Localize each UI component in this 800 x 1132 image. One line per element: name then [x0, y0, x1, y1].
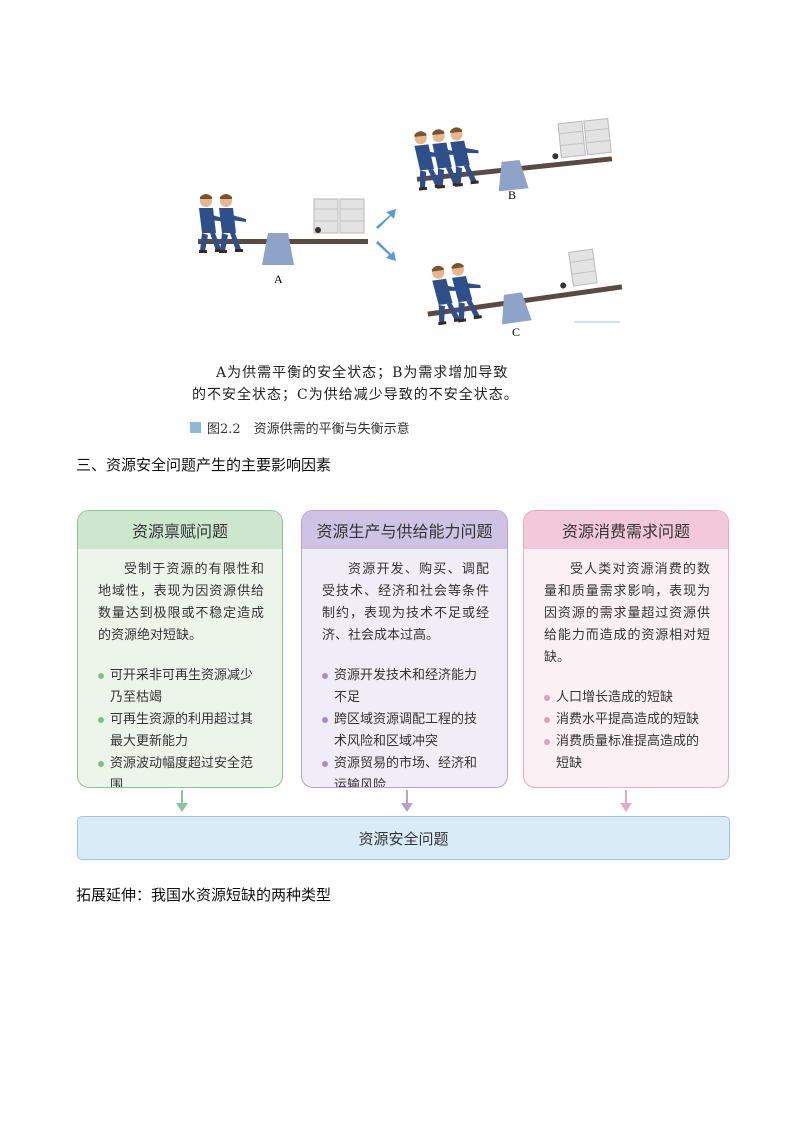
extension-heading: 拓展延伸：我国水资源短缺的两种类型 [76, 886, 332, 904]
figure-caption-line-1: A为供需平衡的安全状态；B为需求增加导致 [216, 365, 509, 381]
label-b: B [508, 188, 516, 202]
arrow-icon [376, 209, 396, 261]
seesaw-b [413, 118, 613, 192]
list-item: 人口增长造成的短缺 [544, 687, 710, 709]
bullet-icon [544, 695, 550, 701]
list-item: 跨区域资源调配工程的技术风险和区域冲突 [322, 709, 489, 753]
list-item: 消费水平提高造成的短缺 [544, 709, 710, 731]
card-description: 受制于资源的有限性和地域性，表现为因资源供给数量达到极限或不稳定造成的资源绝对短… [98, 562, 264, 643]
card-title: 资源消费需求问题 [524, 511, 728, 549]
bullet-list: 可开采非可再生资源减少乃至枯竭 可再生资源的利用超过其最大更新能力 资源波动幅度… [98, 665, 264, 787]
arrow-down-icon [620, 790, 632, 812]
resource-security-box: 资源安全问题 [77, 816, 730, 860]
seesaw-c [427, 248, 623, 326]
arrow-down-icon [176, 790, 188, 812]
bullet-icon [322, 673, 328, 679]
list-item: 可再生资源的利用超过其最大更新能力 [98, 709, 264, 753]
figure-marker-icon [190, 422, 201, 433]
section-heading: 三、资源安全问题产生的主要影响因素 [76, 456, 332, 474]
card-description: 受人类对资源消费的数量和质量需求影响，表现为因资源的需求量超过资源供给能力而造成… [544, 562, 710, 665]
arrow-down-icon [401, 790, 413, 812]
list-item: 资源波动幅度超过安全范围 [98, 753, 264, 787]
bullet-icon [98, 761, 104, 767]
figure-title: 图2.2 资源供需的平衡与失衡示意 [190, 418, 410, 437]
card-production-supply: 资源生产与供给能力问题 资源开发、购买、调配受技术、经济和社会等条件制约，表现为… [301, 510, 508, 788]
card-title: 资源禀赋问题 [78, 511, 282, 549]
list-item: 资源开发技术和经济能力不足 [322, 665, 489, 709]
list-item: 消费质量标准提高造成的短缺 [544, 731, 710, 775]
label-a: A [274, 272, 283, 286]
bullet-list: 人口增长造成的短缺 消费水平提高造成的短缺 消费质量标准提高造成的短缺 [544, 687, 710, 775]
card-title: 资源生产与供给能力问题 [302, 511, 507, 549]
seesaw-a [198, 194, 368, 265]
card-resource-endowment: 资源禀赋问题 受制于资源的有限性和地域性，表现为因资源供给数量达到极限或不稳定造… [77, 510, 283, 788]
list-item: 资源贸易的市场、经济和运输风险 [322, 753, 489, 787]
bullet-list: 资源开发技术和经济能力不足 跨区域资源调配工程的技术风险和区域冲突 资源贸易的市… [322, 665, 489, 787]
figure-title-text: 图2.2 资源供需的平衡与失衡示意 [207, 422, 410, 437]
bullet-icon [322, 761, 328, 767]
bullet-icon [98, 673, 104, 679]
list-item: 可开采非可再生资源减少乃至枯竭 [98, 665, 264, 709]
card-consumption-demand: 资源消费需求问题 受人类对资源消费的数量和质量需求影响，表现为因资源的需求量超过… [523, 510, 729, 788]
bullet-icon [322, 717, 328, 723]
bullet-icon [544, 717, 550, 723]
bullet-icon [544, 739, 550, 745]
figure-caption-line-2: 的不安全状态；C为供给减少导致的不安全状态。 [192, 387, 519, 403]
supply-demand-illustration: A B C [198, 118, 623, 339]
label-c: C [512, 325, 520, 339]
bullet-icon [98, 717, 104, 723]
card-description: 资源开发、购买、调配受技术、经济和社会等条件制约，表现为技术不足或经济、社会成本… [322, 562, 489, 643]
